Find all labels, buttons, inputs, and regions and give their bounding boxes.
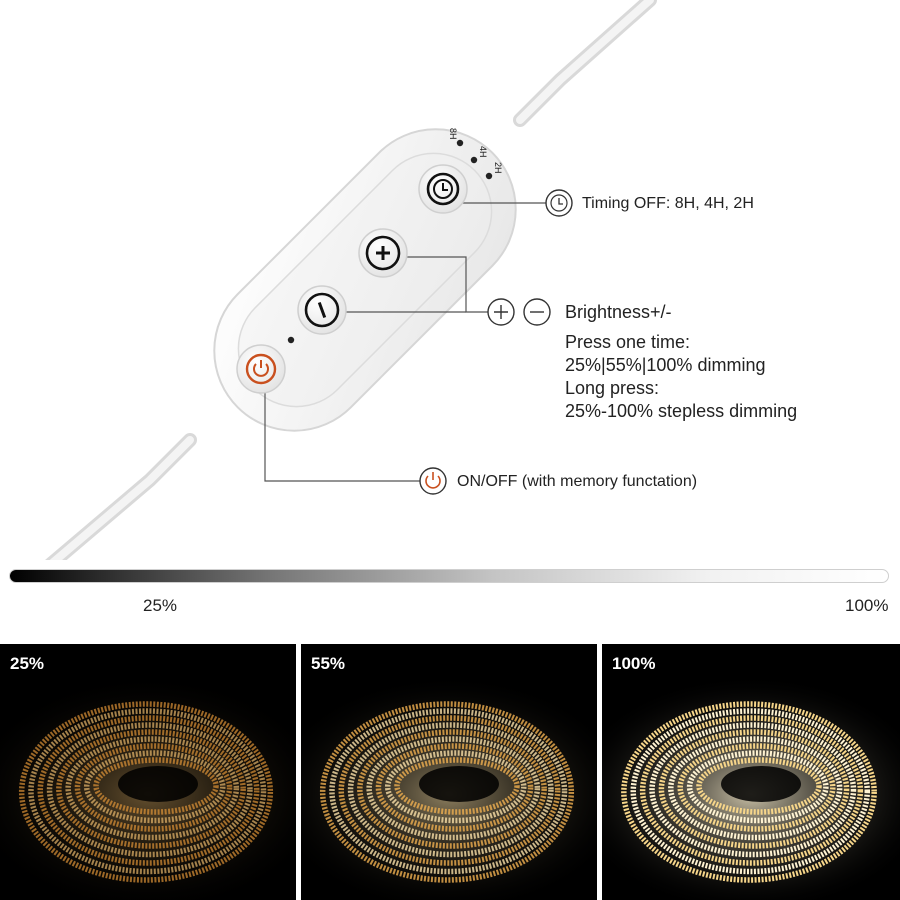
coil-ring [668, 736, 843, 841]
coil-ring [630, 708, 871, 875]
panel-label: 100% [612, 654, 656, 673]
power-icon [419, 467, 447, 495]
timing-label: Timing OFF: 8H, 4H, 2H [582, 195, 754, 212]
coil-ring [394, 757, 520, 815]
panel-label: 25% [10, 654, 45, 673]
indicator-dot-2h [485, 172, 493, 180]
bar-max-label: 100% [845, 596, 889, 615]
coil-ring [56, 729, 246, 849]
indicator-dot-8h [456, 139, 464, 147]
plus-connector [404, 256, 488, 313]
indicator-dot-level [287, 336, 295, 344]
coil-ring [696, 757, 822, 815]
brightness-panel-100: 100% [602, 644, 900, 900]
coil-center [419, 766, 499, 802]
coil-ring [686, 750, 829, 824]
onoff-label: ON/OFF (with memory functation) [457, 473, 698, 490]
coil-ring [621, 701, 877, 883]
power-button [236, 344, 286, 394]
coil-center [721, 766, 801, 802]
coil-ring [74, 743, 233, 832]
indicator-label-2h: 2H [493, 162, 503, 174]
plus-button [358, 228, 408, 278]
coil-ring [46, 722, 253, 858]
indicator-label-4h: 4H [478, 146, 488, 158]
coil-ring [329, 708, 568, 875]
controller-illustration [45, 0, 657, 560]
coil-ring [37, 715, 260, 866]
coil-ring [28, 708, 267, 875]
coil-ring [649, 722, 857, 858]
coil-center [118, 766, 198, 802]
coil-ring [658, 729, 850, 849]
coil-ring [319, 701, 575, 883]
indicator-dot-4h [470, 156, 478, 164]
brightness-description: Press one time: 25%|55%|100% dimming Lon… [565, 331, 797, 423]
coil-ring [338, 715, 561, 866]
brightness-gradient-bar [9, 569, 889, 583]
coil-ring [639, 715, 864, 866]
coil-ring [93, 757, 219, 815]
brightness-title: Brightness+/- [565, 302, 672, 322]
coil-ring [65, 736, 240, 841]
indicator-label-8h: 8H [448, 128, 458, 140]
panel-label: 55% [311, 654, 346, 673]
timer-button [418, 164, 468, 214]
brightness-panel-55: 55% [301, 644, 597, 900]
led-strip-coil [301, 674, 597, 900]
coil-ring [357, 729, 547, 849]
led-strip-coil [0, 674, 296, 900]
plus-icon [487, 298, 515, 326]
brightness-line: 25%|55%|100% dimming [565, 355, 766, 375]
brightness-line: 25%-100% stepless dimming [565, 401, 798, 421]
coil-ring [18, 701, 274, 883]
coil-ring [366, 736, 541, 841]
brightness-line: Press one time: [565, 332, 691, 352]
brightness-line: Long press: [565, 378, 660, 398]
coil-ring [347, 722, 554, 858]
minus-button [297, 285, 347, 335]
coil-ring [83, 750, 226, 824]
bar-min-label: 25% [143, 596, 178, 615]
led-strip-coil [602, 674, 900, 900]
brightness-panel-25: 25% [0, 644, 296, 900]
minus-icon [523, 298, 551, 326]
clock-icon [545, 189, 573, 217]
coil-ring [677, 743, 836, 832]
power-connector [264, 390, 420, 482]
coil-ring [375, 743, 534, 832]
